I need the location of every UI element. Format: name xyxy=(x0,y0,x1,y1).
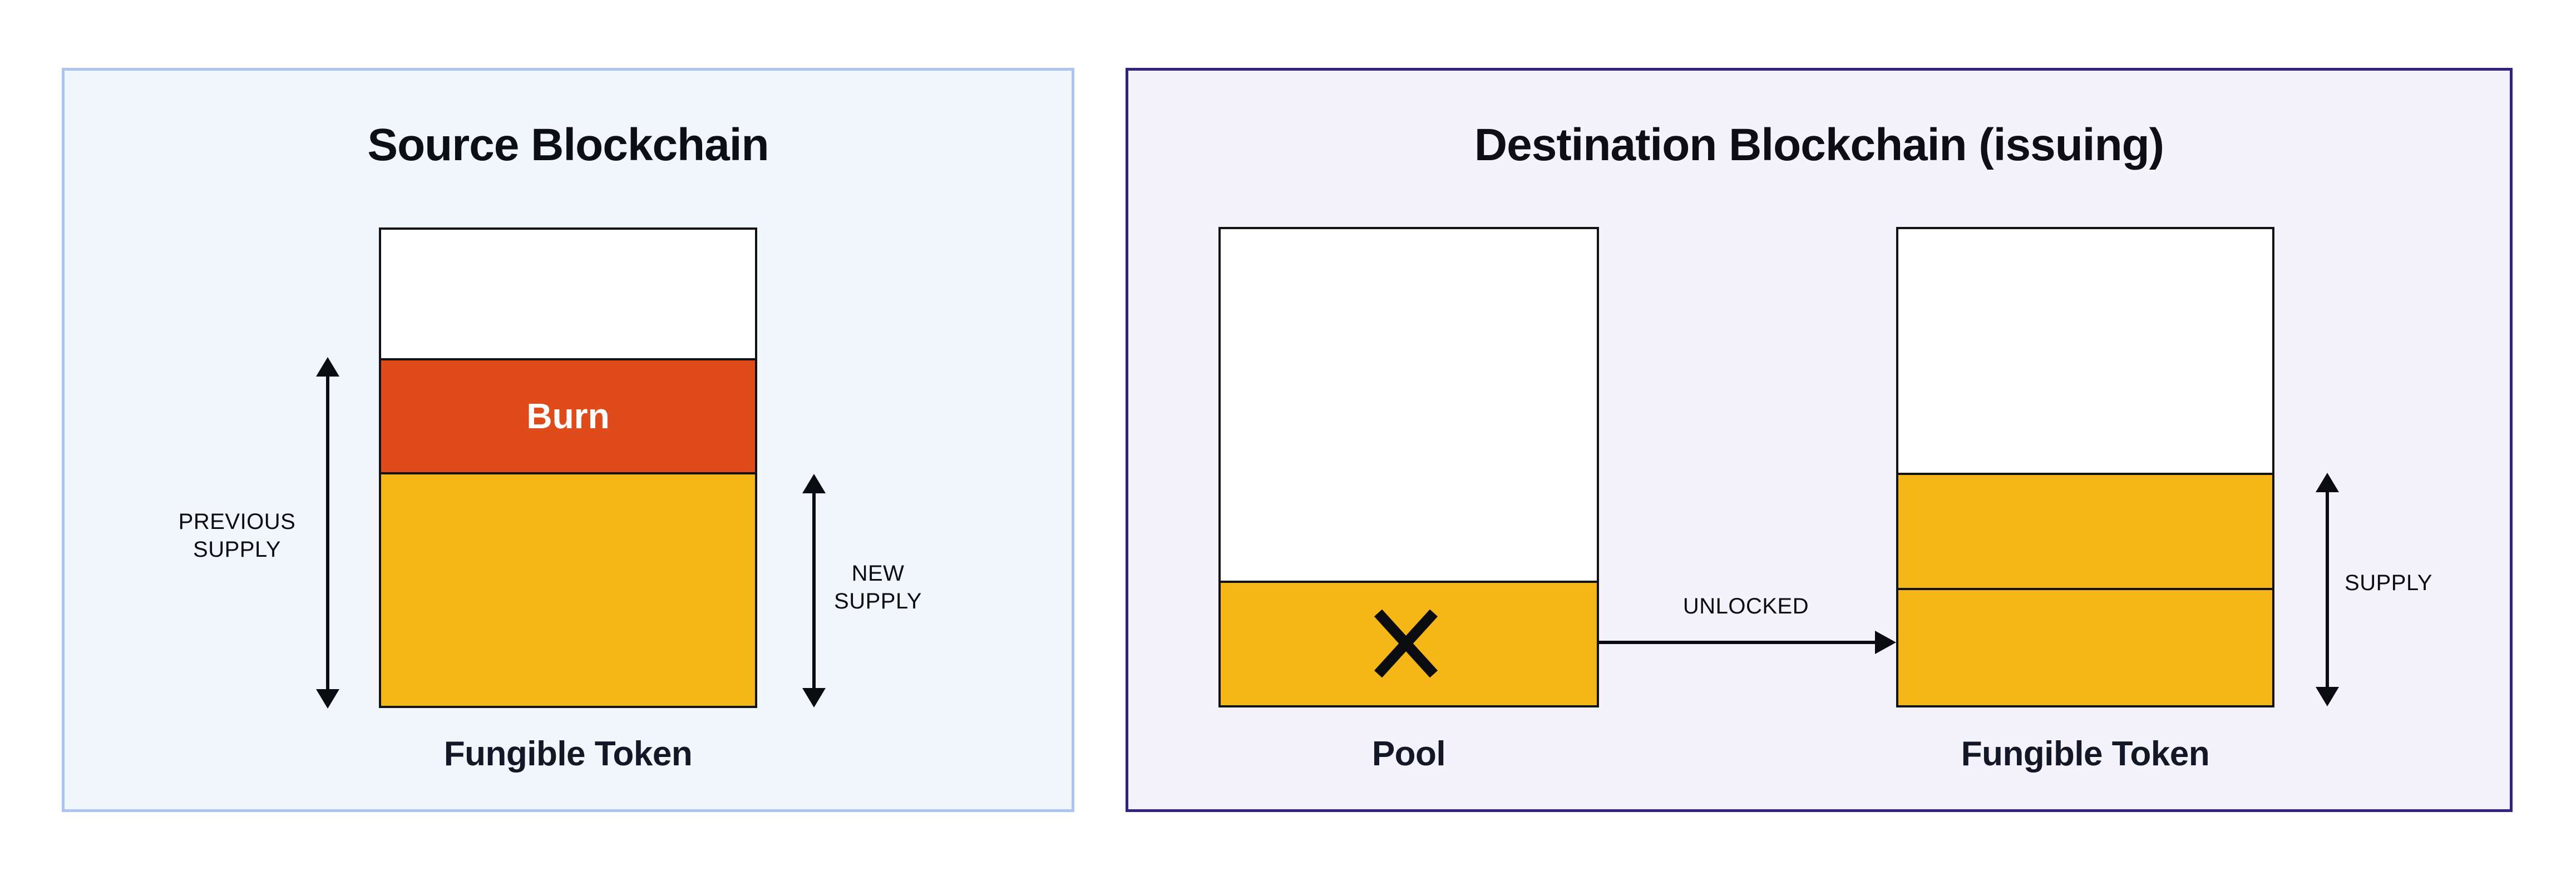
burn-label: Burn xyxy=(526,396,610,436)
destination-panel-title: Destination Blockchain (issuing) xyxy=(1474,120,2164,170)
burn-section: Burn xyxy=(381,358,755,472)
unlocked-label: UNLOCKED xyxy=(1682,594,1809,618)
new-supply-label-line1: NEW xyxy=(851,561,905,586)
previous-supply-label-line1: PREVIOUS xyxy=(178,509,296,534)
new-supply-label-line2: SUPPLY xyxy=(834,589,922,613)
destination-bar-empty-section xyxy=(1898,229,2272,473)
source-blockchain-panel: Source Blockchain Burn Fungible Token PR… xyxy=(62,68,1074,812)
destination-bar-caption: Fungible Token xyxy=(1961,735,2210,773)
destination-blockchain-panel: Destination Blockchain (issuing) Pool UN… xyxy=(1126,68,2513,812)
source-panel-title: Source Blockchain xyxy=(367,120,769,170)
new-supply-label: NEW SUPPLY xyxy=(822,560,934,615)
new-supply-arrow-icon xyxy=(802,474,826,707)
pool-bar-caption: Pool xyxy=(1371,735,1446,773)
previous-supply-arrow-icon xyxy=(316,357,339,709)
previous-supply-label-line2: SUPPLY xyxy=(193,537,281,562)
destination-supply-lower-section xyxy=(1898,588,2272,705)
source-token-bar: Burn xyxy=(379,227,757,708)
supply-label: SUPPLY xyxy=(2345,571,2432,595)
previous-supply-label: PREVIOUS SUPPLY xyxy=(140,508,334,563)
destination-token-bar xyxy=(1896,227,2274,707)
unlocked-arrow-icon xyxy=(1599,631,1896,654)
supply-arrow-icon xyxy=(2316,473,2339,706)
cross-icon xyxy=(1374,609,1438,678)
source-remaining-supply-section xyxy=(381,472,755,706)
source-bar-empty-section xyxy=(381,230,755,358)
pool-empty-section xyxy=(1221,229,1597,581)
pool-bar xyxy=(1218,227,1599,707)
source-bar-caption: Fungible Token xyxy=(443,735,693,773)
destination-supply-upper-section xyxy=(1898,473,2272,588)
